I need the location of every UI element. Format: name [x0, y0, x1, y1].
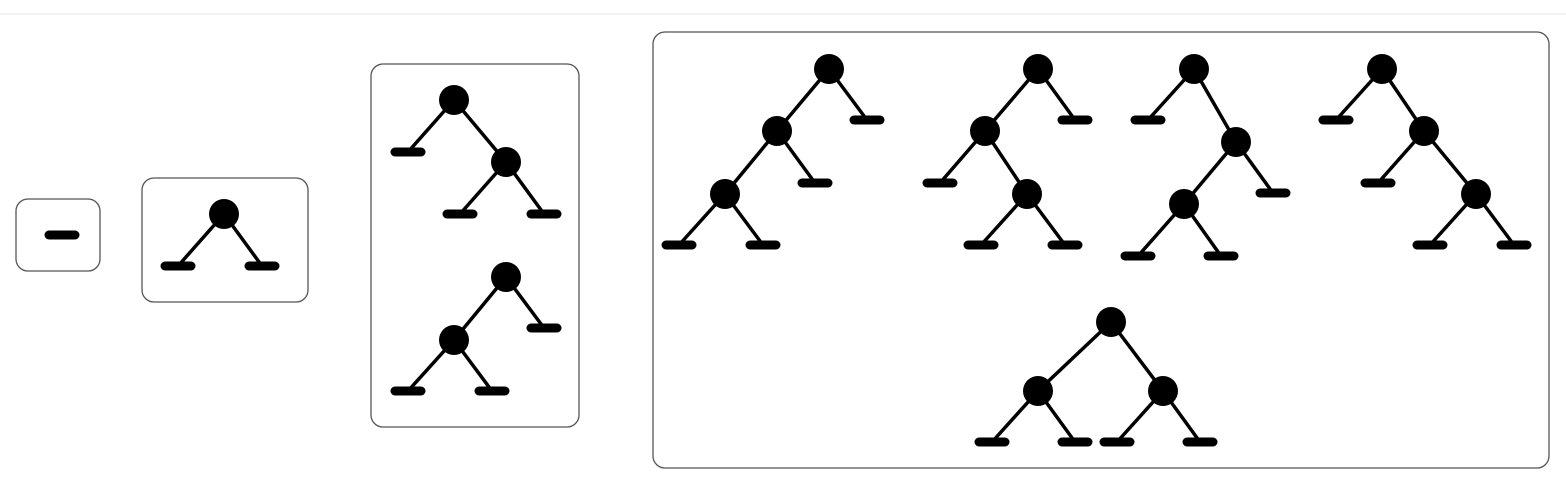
binary-tree-1 [160, 199, 280, 271]
internal-node [439, 85, 469, 115]
binary-tree-4 [661, 54, 885, 250]
internal-node [491, 262, 521, 292]
binary-tree-2 [390, 85, 562, 219]
tree-group-0 [15, 198, 101, 272]
internal-node [970, 116, 1000, 146]
internal-node [1148, 376, 1178, 406]
internal-node [1461, 179, 1491, 209]
tree-group-3 [652, 31, 1550, 469]
binary-tree-5 [922, 54, 1093, 250]
internal-node [814, 54, 844, 84]
group-box [15, 198, 101, 272]
internal-node [209, 199, 239, 229]
internal-node [1023, 376, 1053, 406]
binary-tree-3 [390, 262, 562, 396]
internal-node [1409, 116, 1439, 146]
internal-node [1012, 179, 1042, 209]
internal-node [1221, 127, 1251, 157]
tree-group-2 [370, 63, 580, 428]
internal-node [1179, 54, 1209, 84]
group-box [652, 31, 1550, 469]
internal-node [439, 325, 469, 355]
internal-node [762, 116, 792, 146]
internal-node [1023, 54, 1053, 84]
group-box [141, 177, 309, 303]
internal-node [710, 179, 740, 209]
group-box [370, 63, 580, 428]
binary-tree-8 [974, 307, 1218, 447]
binary-tree-6 [1120, 54, 1291, 261]
internal-node [1367, 54, 1397, 84]
internal-node [491, 147, 521, 177]
tree-edge [1036, 320, 1113, 393]
internal-node [1096, 307, 1126, 337]
internal-node [1169, 189, 1199, 219]
binary-tree-7 [1318, 54, 1532, 250]
tree-group-1 [141, 177, 309, 303]
